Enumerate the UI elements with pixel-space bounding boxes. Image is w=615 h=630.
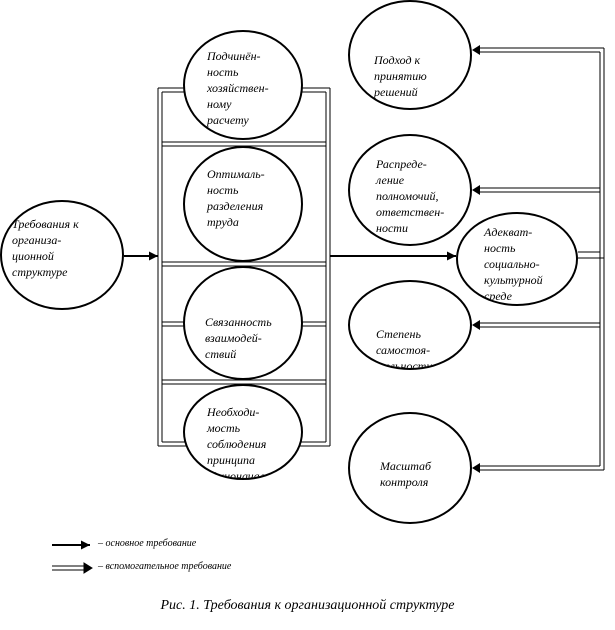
node-decision-label: Подход к принятию решений (374, 53, 427, 99)
node-distribution: Распреде- ление полномочий, ответствен- … (348, 134, 472, 246)
node-distribution-label: Распреде- ление полномочий, ответствен- … (376, 157, 445, 235)
node-scale: Масштаб контроля (348, 412, 472, 524)
legend-main-text: – основное требование (98, 538, 197, 549)
node-division: Оптималь- ность разделения труда (183, 146, 303, 262)
node-connectivity-label: Связанность взаимодей- ствий (205, 315, 272, 361)
node-decision: Подход к принятию решений (348, 0, 472, 110)
node-adequacy-label: Адекват- ность социально- культурной сре… (484, 225, 543, 303)
node-root: Требования к организа- ционной структуре (0, 200, 124, 310)
node-division-label: Оптималь- ность разделения труда (207, 167, 265, 229)
node-necessity-label: Необходи- мость соблюдения принципа един… (207, 405, 277, 480)
node-root-label: Требования к организа- ционной структуре (12, 217, 79, 279)
legend-aux-arrow (52, 562, 93, 574)
node-necessity: Необходи- мость соблюдения принципа един… (183, 384, 303, 480)
node-scale-label: Масштаб контроля (380, 459, 432, 489)
node-autonomy: Степень самостоя- тельности (348, 280, 472, 370)
node-connectivity: Связанность взаимодей- ствий (183, 266, 303, 380)
aux-arrows (478, 47, 604, 471)
node-subordination: Подчинён- ность хозяйствен- ному расчету (183, 30, 303, 140)
node-adequacy: Адекват- ность социально- культурной сре… (456, 212, 578, 306)
legend-aux-text: – вспомогательное требование (98, 561, 232, 572)
aux-arrowheads (472, 45, 480, 473)
right-connector (578, 48, 605, 470)
node-autonomy-label: Степень самостоя- тельности (376, 327, 433, 370)
figure-caption: Рис. 1. Требования к организационной стр… (160, 598, 455, 613)
node-subordination-label: Подчинён- ность хозяйствен- ному расчету (207, 49, 269, 127)
